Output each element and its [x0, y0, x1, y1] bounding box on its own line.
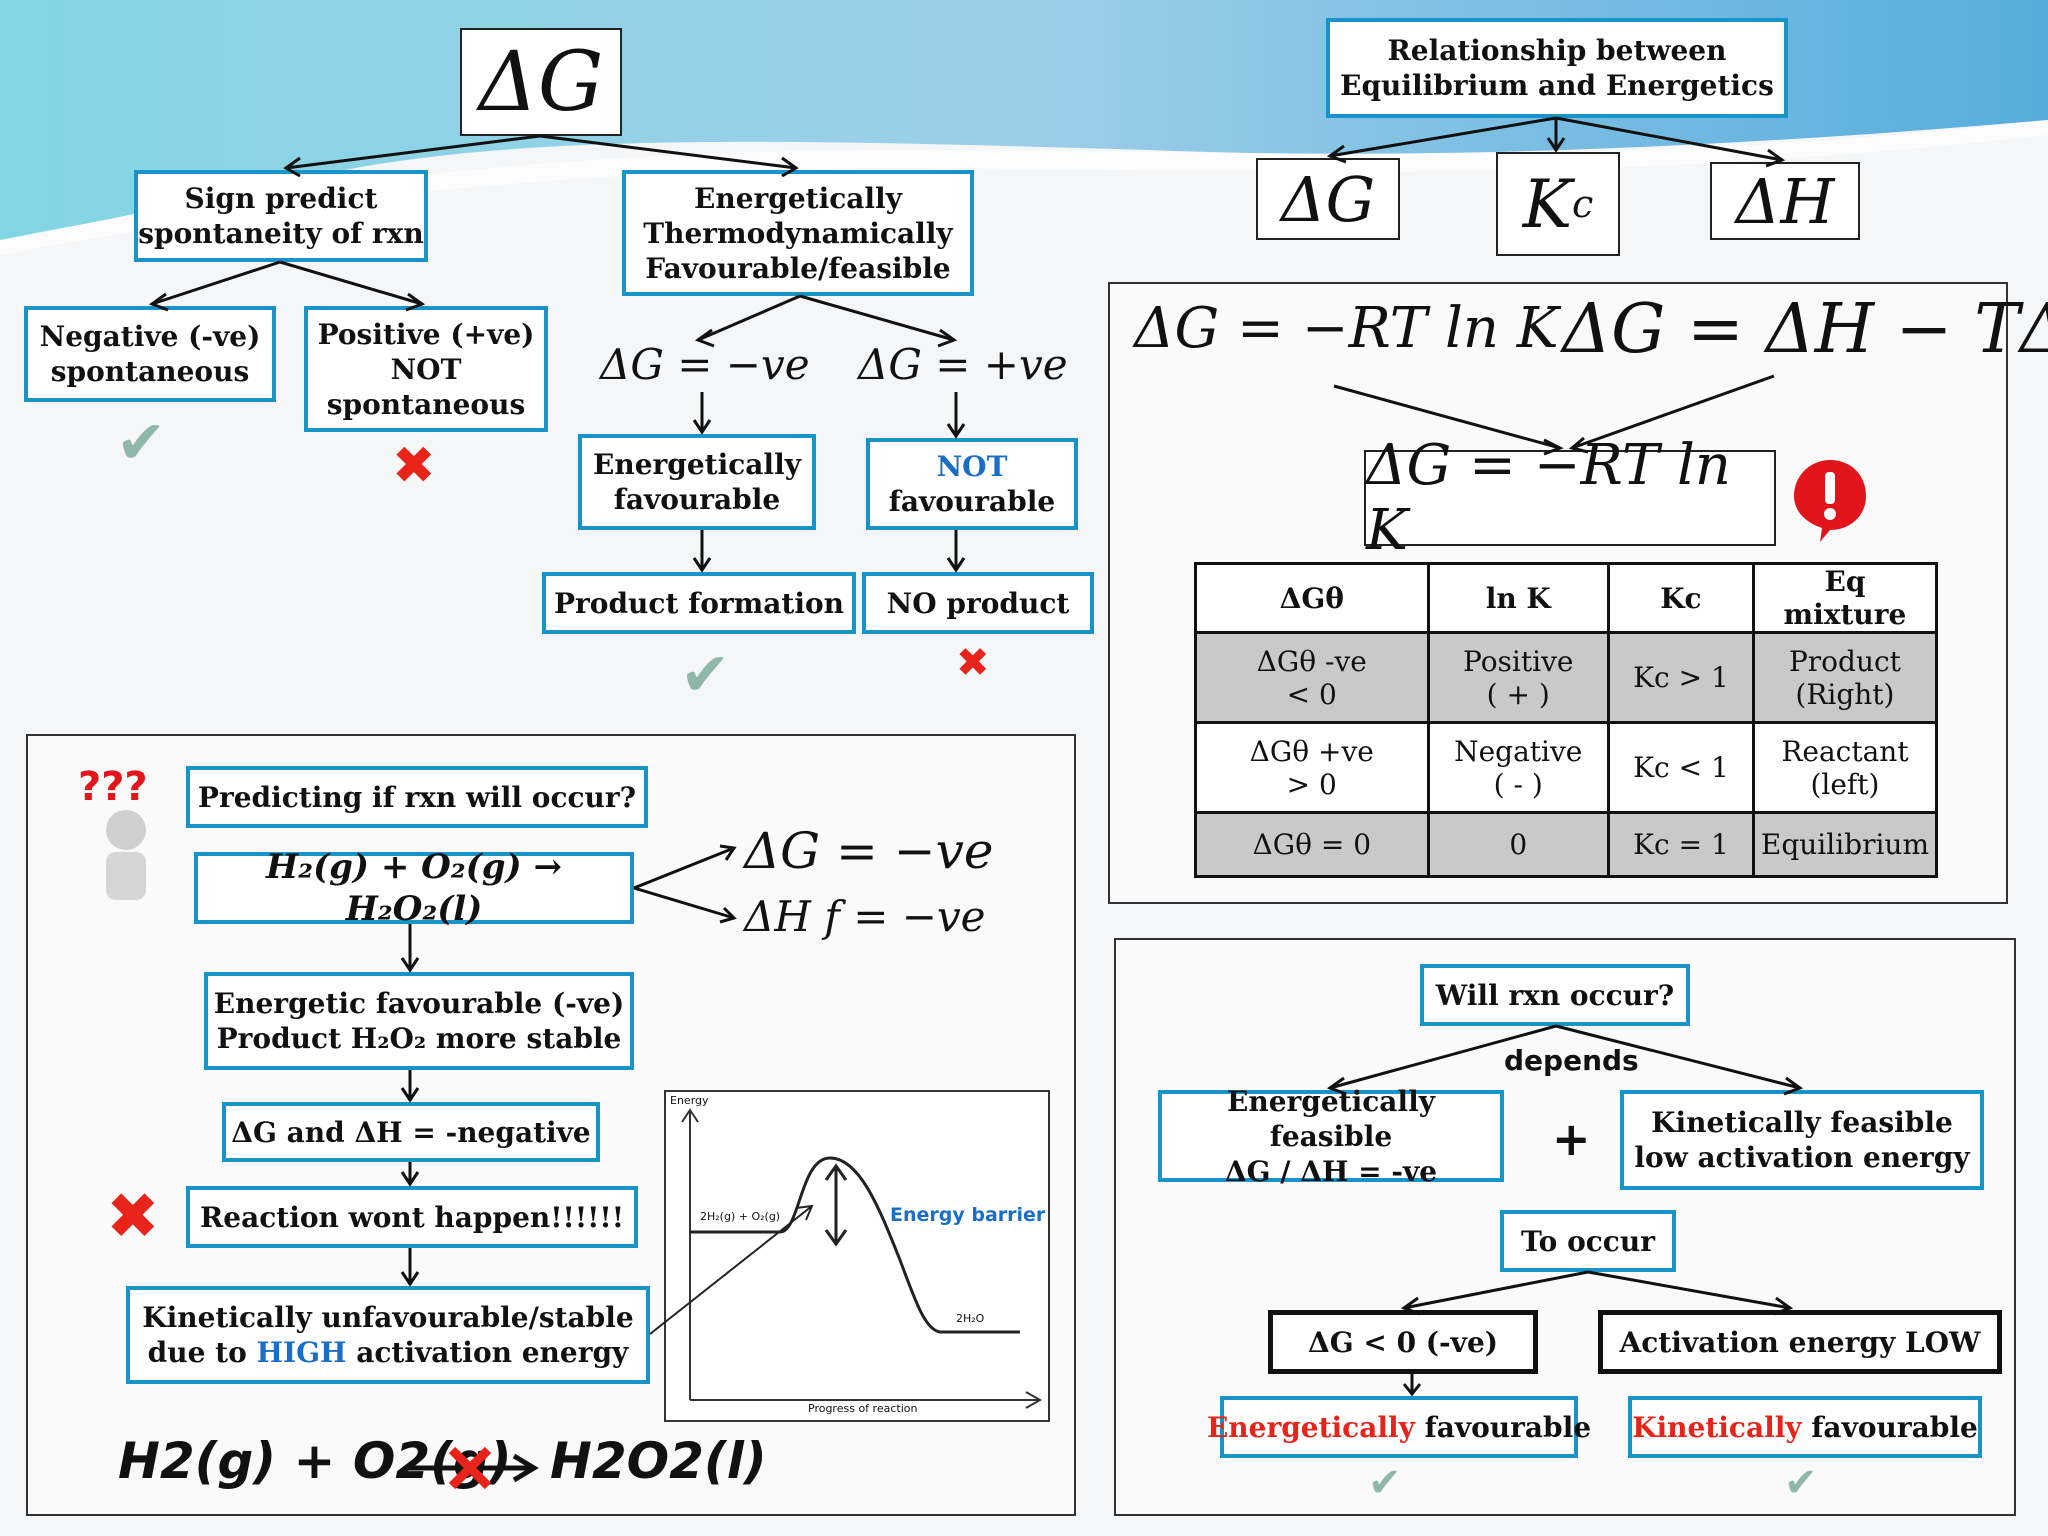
kinetic-line2: due to HIGH activation energy: [147, 1336, 629, 1369]
check-icon: ✔: [1368, 1460, 1402, 1506]
table-cell: Equilibrium: [1751, 811, 1939, 878]
table-cell: Kc < 1: [1606, 721, 1755, 814]
kinetically-favourable-result: Kinetically favourable: [1628, 1396, 1982, 1458]
to-occur-box: To occur: [1500, 1210, 1676, 1272]
energetic-favourable-box: Energetic favourable (-ve) Product H₂O₂ …: [204, 972, 634, 1070]
check-icon: ✔: [680, 640, 731, 710]
table-header: ΔGθ: [1194, 562, 1430, 634]
table-cell: Negative ( - ): [1426, 721, 1610, 814]
bottom-reaction-right: H2O2(l): [550, 1432, 767, 1490]
cross-icon: ✖: [392, 436, 436, 496]
table-cell: 0: [1426, 811, 1610, 878]
question-figure-icon: ???: [78, 764, 148, 900]
sign-predict-box: Sign predict spontaneity of rxn: [134, 170, 428, 262]
predicting-box: Predicting if rxn will occur?: [186, 766, 648, 828]
favourable-label: favourable: [888, 485, 1056, 518]
table-cell: Reactant (left): [1751, 721, 1939, 814]
svg-text:???: ???: [78, 764, 148, 810]
cross-icon: ✖: [106, 1180, 160, 1254]
graph-x-label: Progress of reaction: [808, 1402, 918, 1415]
dhf-result: ΔH f = −ve: [744, 892, 986, 941]
no-product-box: NO product: [862, 572, 1094, 634]
table-header: ln K: [1426, 562, 1610, 634]
product-formation-box: Product formation: [542, 572, 856, 634]
graph-reactant-label: 2H₂(g) + O₂(g): [700, 1210, 781, 1223]
check-icon: ✔: [116, 408, 167, 478]
reaction-box: H₂(g) + O₂(g) → H₂O₂(l): [194, 847, 634, 929]
negative-spontaneous-box: Negative (-ve) spontaneous: [24, 306, 276, 402]
cross-icon: ✖: [956, 640, 990, 686]
graph-y-label: Energy: [670, 1094, 709, 1107]
reaction-wont-happen-box: Reaction wont happen!!!!!!: [186, 1186, 638, 1248]
energy-barrier-label: Energy barrier: [890, 1204, 1046, 1226]
depends-label: depends: [1504, 1044, 1639, 1077]
kinetically-feasible-box: Kinetically feasible low activation ener…: [1620, 1090, 1984, 1190]
table-cell: Product (Right): [1751, 631, 1939, 724]
energy-graph: [664, 1090, 1050, 1422]
equilibrium-table: ΔGθ ln K Kc Eq mixture ΔGθ -ve < 0 Posit…: [1194, 562, 1939, 878]
energetically-favourable-box: Energetically favourable: [578, 434, 816, 530]
table-cell: Kc > 1: [1606, 631, 1755, 724]
kinetically-unfavourable-box: Kinetically unfavourable/stable due to H…: [126, 1286, 650, 1384]
not-favourable-box: NOT favourable: [866, 438, 1078, 530]
activation-energy-low-box: Activation energy LOW: [1598, 1310, 2002, 1374]
dg-positive-text: ΔG = +ve: [858, 340, 1068, 389]
bottom-reaction-left: H2(g) + O2(g): [118, 1432, 512, 1490]
equation-gibbs: ΔG = ΔH − TΔS: [1562, 290, 2048, 369]
kinetic-line1: Kinetically unfavourable/stable: [142, 1301, 634, 1334]
table-cell: Positive ( + ): [1426, 631, 1610, 724]
table-cell: ΔGθ = 0: [1194, 811, 1430, 878]
kc-k: K: [1522, 165, 1572, 243]
table-header: Kc: [1606, 562, 1755, 634]
dg-lt-zero-box: ΔG < 0 (-ve): [1268, 1310, 1538, 1374]
not-label: NOT: [936, 450, 1008, 483]
dh-symbol: ΔH: [1710, 162, 1860, 240]
table-cell: ΔGθ +ve > 0: [1194, 721, 1430, 814]
energetically-feasible-box: Energetically feasible ΔG / ΔH = -ve: [1158, 1085, 1504, 1188]
dg-result: ΔG = −ve: [744, 822, 994, 880]
exclamation-icon: [1794, 460, 1866, 542]
dg-dh-negative-box: ΔG and ΔH = -negative: [222, 1102, 600, 1162]
will-rxn-occur-box: Will rxn occur?: [1420, 964, 1690, 1026]
energetic-feasible-box: Energetically Thermodynamically Favourab…: [622, 170, 974, 296]
equation-rt-lnk: ΔG = −RT ln K: [1134, 296, 1559, 361]
graph-product-label: 2H₂O: [956, 1312, 985, 1325]
positive-not-spontaneous-box: Positive (+ve) NOT spontaneous: [304, 306, 548, 432]
plus-sign: +: [1552, 1112, 1591, 1166]
energetically-favourable-result: Energetically favourable: [1207, 1396, 1591, 1458]
kc-sub: c: [1572, 182, 1594, 226]
high-label: HIGH: [256, 1336, 347, 1369]
table-header: Eq mixture: [1751, 562, 1939, 634]
dg-symbol: ΔG: [1256, 158, 1400, 240]
check-icon: ✔: [1784, 1460, 1818, 1506]
dg-negative-text: ΔG = −ve: [600, 340, 810, 389]
table-cell: Kc = 1: [1606, 811, 1755, 878]
relationship-title-box: Relationship between Equilibrium and Ene…: [1326, 18, 1788, 118]
table-cell: ΔGθ -ve < 0: [1194, 631, 1430, 724]
